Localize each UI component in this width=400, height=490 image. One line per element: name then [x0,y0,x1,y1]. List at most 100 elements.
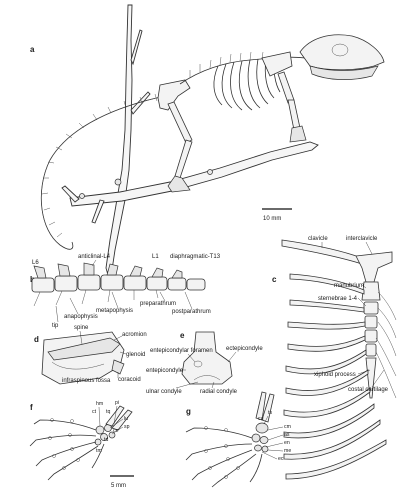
label-cu: cu [258,416,264,422]
label-metapophysis: metapophysis [96,308,133,314]
panel-d-labels: spine acromion glenoid infraspinous foss… [62,325,147,384]
label-preparathrum: preparathrum [140,301,176,307]
label-ectepicondyle: ectepicondyle [226,346,263,352]
label-acromion: acromion [122,332,147,338]
panel-d-leaders [79,330,127,378]
blade-shading [51,361,105,370]
tibia-fibula-g [255,391,275,423]
xiphoid-process [365,357,377,399]
lumbar-vertebrae [31,274,206,293]
label-glenoid: glenoid [126,352,145,358]
label-infraspinous: infraspinous fossa [62,378,111,384]
label-ts: ts [268,410,272,416]
panel-d-letter: d [34,335,39,344]
diagonal-branch [69,141,319,207]
entepicondylar-foramen [193,360,203,368]
label-ec: ec [278,456,284,462]
panel-c-letter: c [272,275,277,284]
humerus-distal [181,331,233,385]
label-sternebrae: sternebrae 1-4 [318,296,358,302]
label-tq: tq [106,409,110,415]
panel-e-leaders [175,351,237,389]
label-sp: sp [124,424,130,430]
tarsals [251,422,269,453]
label-spine: spine [74,325,89,331]
panel-e-labels: entepicondylar foramen ectepicondyle ent… [146,346,263,395]
panel-f-letter: f [30,403,33,412]
label-entepicondyle: entepicondyle [146,368,184,374]
panel-a: a [30,4,385,276]
label-entepicondylar-foramen: entepicondylar foramen [150,348,213,354]
manubrium [361,281,381,301]
label-ce: ce [113,428,119,434]
label-postparathrum: postparathrum [172,309,211,315]
vertical-branch [105,4,133,276]
coracoid-process [111,359,125,375]
ribs [283,273,387,480]
label-xiphoid: xiphoid process [314,372,356,378]
scale-label-f: 5 mm [111,483,126,489]
panel-f-leaders [98,405,124,435]
scale-label-a: 10 mm [263,216,281,222]
branch-bud [79,193,85,199]
branch-bud [207,169,213,175]
scapula [261,51,293,77]
panel-c-leaders [321,241,385,388]
fore-digit-joints [48,418,80,470]
panel-e-letter: e [180,331,185,340]
panel-b: b L6 anticlinal-L4 L1 [30,254,221,329]
panel-g-letter: g [186,407,191,416]
tail-highlight [41,94,171,246]
label-td: td [104,437,108,443]
label-anticlinal: anticlinal-L4 [78,254,111,260]
carpals [94,424,116,446]
label-pi: pi [115,400,119,406]
panel-b-leaders [55,259,193,323]
panel-g-labels: ts cu cm as en me ec [258,410,291,462]
label-costal: costal cartilage [348,387,389,393]
label-me: me [284,448,291,454]
twig-right [130,91,151,115]
branch-bud [114,178,122,186]
panel-c: c clav [272,236,397,480]
panel-d: d spine acromion glenoid infraspinous fo… [34,325,147,385]
radius-ulna [287,99,301,131]
fore-digits [29,419,105,481]
label-ct: ct [92,409,97,415]
label-lu: lu [124,416,128,422]
twig-left [61,185,80,203]
vertebral-processes [189,51,264,78]
scapular-spine [47,337,121,361]
ribcage [213,57,281,111]
panel-b-labels: L6 anticlinal-L4 L1 diaphragmatic-T13 an… [32,254,221,329]
label-tm: tm [96,448,102,454]
femur [167,101,193,144]
panel-e: e entepicondylar foramen ectepicondyle e… [146,331,263,395]
label-ulnar-condyle: ulnar condyle [146,389,182,395]
twig-top [130,29,143,66]
label-anapophysis: anapophysis [64,314,98,320]
label-clavicle: clavicle [308,236,328,242]
label-hm: hm [96,401,103,407]
tail-segments [41,93,158,238]
panel-a-letter: a [30,45,35,54]
panel-c-labels: clavicle interclavicle manubrium sterneb… [308,236,389,393]
radius-ulna-f [105,405,133,431]
panel-g: g ts cu cm as [185,391,291,488]
humerus [277,71,295,104]
label-l1: L1 [152,254,159,260]
orbit [331,43,349,57]
hind-digits [185,427,263,488]
label-cm: cm [284,424,291,430]
twig-lower [91,199,105,224]
label-radial-condyle: radial condyle [200,389,238,395]
neural-spines [33,262,183,279]
panel-g-leaders [261,415,284,460]
panel-f-labels: hm pi ct tq lu sp ce td tm [92,400,130,454]
costal-cartilage-right [375,291,397,399]
label-diaphragmatic: diaphragmatic-T13 [170,254,221,260]
condyle-line [193,375,221,381]
hind-digit-joints [204,426,240,479]
